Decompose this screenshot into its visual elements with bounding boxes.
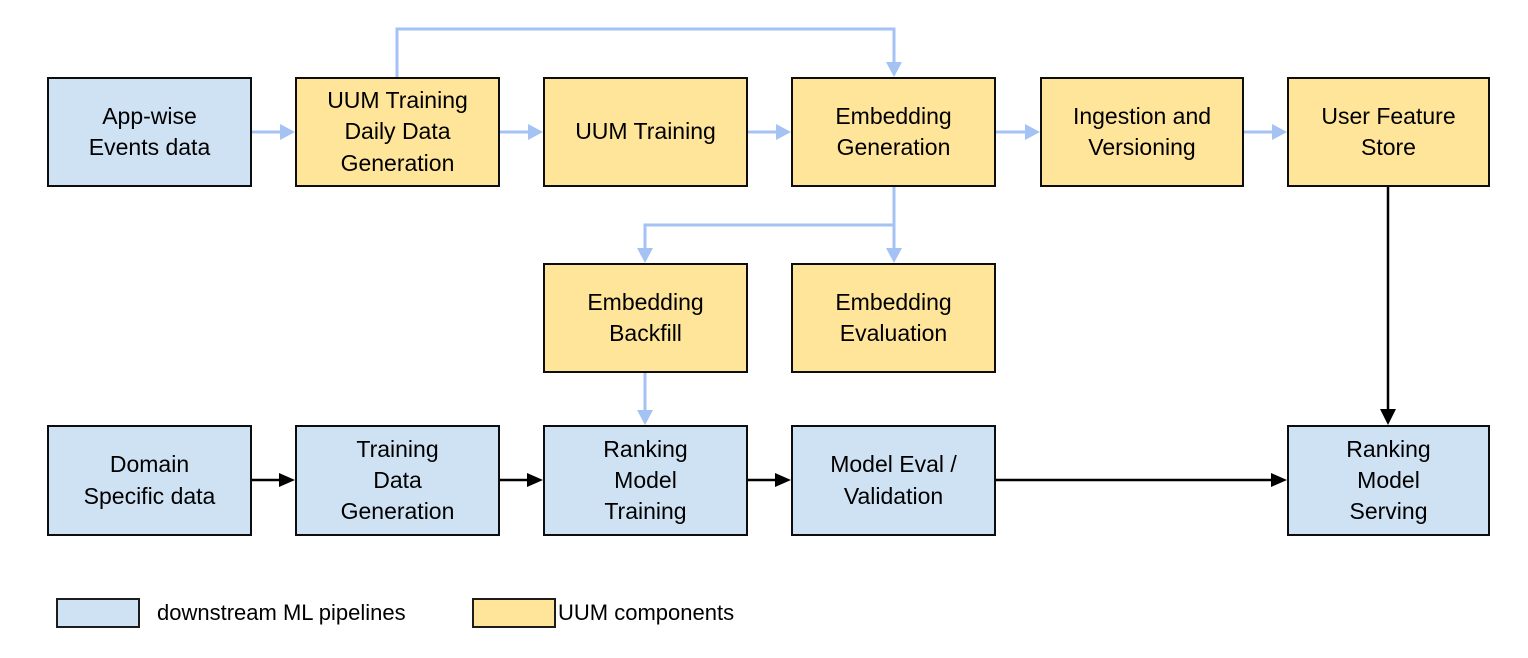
node-training-data-generation: Training Data Generation [295, 425, 500, 536]
arrowhead-uum-training-to-embedding-generation [776, 124, 791, 140]
node-embedding-evaluation: Embedding Evaluation [791, 263, 996, 373]
arrowhead-events-to-daily-data [280, 124, 295, 140]
arrow-embedding-generation-to-backfill [643, 223, 894, 248]
node-uum-training: UUM Training [543, 77, 748, 187]
arrowhead-into-embedding-evaluation [886, 248, 902, 263]
node-ingestion-and-versioning: Ingestion and Versioning [1040, 77, 1244, 187]
arrowhead-into-embedding-backfill [637, 248, 653, 263]
node-label-embedding-backfill: Embedding Backfill [587, 288, 704, 346]
node-label-ranking-model-serving: Ranking Model Serving [1346, 435, 1431, 525]
node-label-uum-training-daily-data-generation: UUM Training Daily Data Generation [327, 87, 468, 176]
node-user-feature-store: User Feature Store [1287, 77, 1490, 187]
node-label-embedding-evaluation: Embedding Evaluation [835, 288, 952, 346]
arrowhead-embedding-generation-to-ingestion [1025, 124, 1040, 140]
node-label-uum-training: UUM Training [575, 118, 716, 145]
node-uum-training-daily-data-generation: UUM Training Daily Data Generation [295, 77, 500, 187]
node-label-ranking-model-training: Ranking Model Training [603, 435, 688, 525]
arrowhead-domain-data-to-training-data [279, 473, 295, 487]
arrowhead-ranking-training-to-model-eval [775, 473, 791, 487]
arrowhead-model-eval-to-ranking-serving [1271, 473, 1287, 487]
node-label-user-feature-store: User Feature Store [1321, 102, 1456, 160]
node-ranking-model-training: Ranking Model Training [543, 425, 748, 536]
node-label-app-wise-events-data: App-wise Events data [88, 102, 211, 160]
arrowhead-feature-store-to-ranking-serving [1380, 409, 1396, 425]
legend-swatch-uum [472, 598, 556, 628]
arrowhead-loop-into-embedding-generation [886, 62, 902, 77]
node-label-ingestion-and-versioning: Ingestion and Versioning [1072, 102, 1212, 160]
arrowhead-training-data-to-ranking-training [527, 473, 543, 487]
arrowhead-ingestion-to-feature-store [1272, 124, 1287, 140]
node-model-eval-validation: Model Eval / Validation [791, 425, 996, 536]
node-app-wise-events-data: App-wise Events data [47, 77, 252, 187]
node-label-model-eval-validation: Model Eval / Validation [830, 451, 957, 509]
legend-label-uum: UUM components [558, 600, 735, 625]
node-label-embedding-generation: Embedding Generation [835, 102, 952, 160]
arrowhead-daily-data-to-uum-training [528, 124, 543, 140]
legend-label-downstream: downstream ML pipelines [157, 600, 406, 625]
legend-swatch-downstream [56, 598, 140, 628]
arrowhead-backfill-into-ranking-training [637, 410, 653, 425]
node-embedding-generation: Embedding Generation [791, 77, 996, 187]
node-ranking-model-serving: Ranking Model Serving [1287, 425, 1490, 536]
node-embedding-backfill: Embedding Backfill [543, 263, 748, 373]
node-domain-specific-data: Domain Specific data [47, 425, 252, 536]
arrow-daily-data-to-embedding-generation-loop [395, 27, 896, 77]
node-label-training-data-generation: Training Data Generation [340, 435, 455, 525]
node-label-domain-specific-data: Domain Specific data [83, 451, 216, 509]
